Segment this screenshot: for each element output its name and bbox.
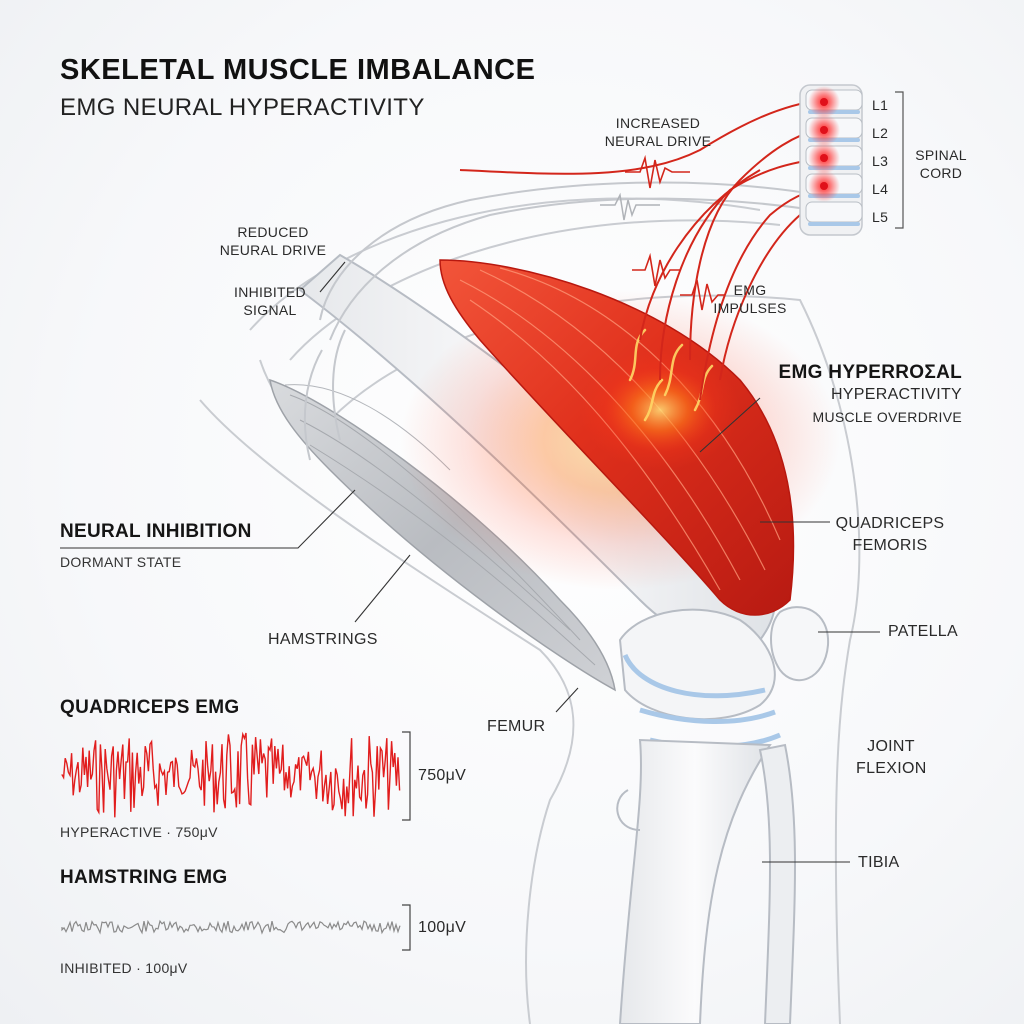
increased-drive-trace (625, 154, 690, 189)
inhibited-signal-label: INHIBITED SIGNAL (234, 284, 306, 318)
spine-level-l2: L2 (872, 125, 889, 141)
hamstring-emg-bracket (402, 904, 411, 951)
hamstrings-label: HAMSTRINGS (268, 631, 378, 648)
spine-level-l4: L4 (872, 181, 889, 197)
quadriceps-emg-bracket (402, 731, 411, 821)
joint-flexion-label: JOINT FLEXION (856, 738, 927, 777)
leader-lines (60, 261, 880, 863)
quadriceps-emg-scale: 750μV (418, 767, 467, 784)
increased-drive-label: INCREASED NEURAL DRIVE (604, 115, 712, 149)
spine-level-l5: L5 (872, 209, 889, 225)
hamstring-emg-trace (61, 919, 401, 935)
dormant-state-label: DORMANT STATE (60, 554, 182, 570)
spinal-cord-label: SPINAL CORD (915, 147, 967, 181)
muscle-overdrive-label: MUSCLE OVERDRIVE (812, 409, 962, 425)
quadriceps-emg-trace (61, 731, 401, 818)
tibia-label: TIBIA (858, 854, 900, 871)
hamstring-emg-title: HAMSTRING EMG (60, 867, 228, 888)
inhibited-signal-trace (600, 192, 660, 221)
spine-level-l1: L1 (872, 97, 889, 113)
neural-inhibition-heading: NEURAL INHIBITION (60, 521, 252, 542)
hamstring-emg-scale: 100μV (418, 919, 467, 936)
nerve-root-dot (820, 154, 828, 162)
patella-label: PATELLA (888, 623, 958, 640)
quadriceps-emg-title: QUADRICEPS EMG (60, 697, 240, 718)
quadriceps-emg-caption: HYPERACTIVE · 750μV (60, 824, 218, 840)
quadriceps-femoris-label: QUADRICEPS FEMORIS (835, 515, 945, 554)
emg-impulses-label: EMG IMPULSES (713, 282, 787, 316)
intervertebral-disc (808, 222, 860, 226)
hyperactivity-heading: EMG HYPERROΣAL (778, 362, 962, 383)
spine-bracket (895, 91, 904, 229)
femur-label: FEMUR (487, 718, 546, 735)
patella (770, 606, 830, 682)
page-title: SKELETAL MUSCLE IMBALANCE (60, 54, 536, 86)
page-subtitle: EMG NEURAL HYPERACTIVITY (60, 94, 425, 121)
vertebra (805, 201, 863, 223)
nerve-root-dot (820, 182, 828, 190)
nerve-root-dot (820, 98, 828, 106)
emg-impulse-trace-2 (680, 279, 725, 311)
spine-level-l3: L3 (872, 153, 889, 169)
hamstring-emg-panel (61, 904, 411, 951)
tibia (616, 738, 796, 1024)
hyperactivity-subtitle: HYPERACTIVITY (830, 386, 962, 403)
spinal-column (799, 84, 863, 236)
quadriceps-muscle (400, 259, 840, 616)
hamstring-emg-caption: INHIBITED · 100μV (60, 960, 188, 976)
active-nerves (459, 99, 823, 401)
reduced-drive-label: REDUCED NEURAL DRIVE (219, 224, 327, 258)
nerve-root-dot (820, 126, 828, 134)
quadriceps-emg-panel (61, 731, 411, 821)
emg-impulse-trace-1 (632, 252, 680, 287)
